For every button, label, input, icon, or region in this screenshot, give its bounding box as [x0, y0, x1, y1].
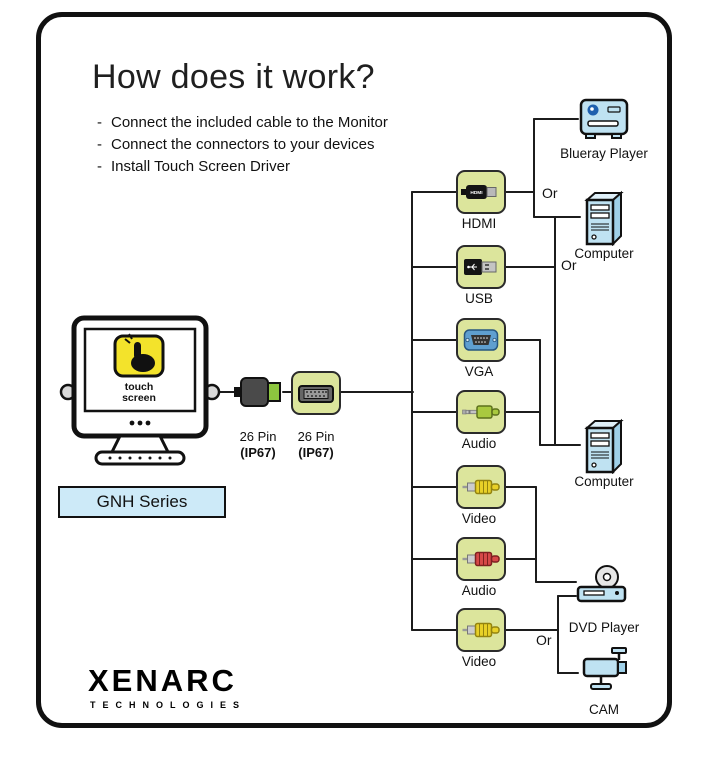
cctv-camera-icon	[582, 647, 627, 690]
hdmi-plug-text: HDMI	[470, 190, 483, 196]
gnh-series-label: GNH Series	[58, 486, 226, 518]
logo-name: XENARC	[88, 663, 237, 698]
touch-screen-label-line2: screen	[122, 392, 156, 404]
computer-tower-icon	[584, 418, 624, 474]
connector-tile-usb	[456, 245, 506, 289]
base-vent-dots	[108, 456, 172, 460]
usb-plug-icon	[464, 259, 497, 275]
monitor-stand	[109, 434, 171, 454]
touch-screen-label-line1: touch	[125, 381, 154, 393]
xenarc-logo: XENARC TECHNOLOGIES	[88, 663, 246, 710]
cable-connector-socket-tile	[291, 371, 341, 415]
instruction-text: Connect the connectors to your devices	[111, 136, 375, 153]
instruction-item: - Connect the included cable to the Moni…	[97, 112, 388, 134]
connector-tile-video-rca	[456, 465, 506, 509]
or-label-video: Or	[536, 632, 552, 648]
connector-tile-audio-rca	[456, 537, 506, 581]
instruction-item: - Connect the connectors to your devices	[97, 134, 388, 156]
hand-icon	[124, 333, 155, 372]
pin-label-2: 26 Pin (IP67)	[281, 429, 351, 460]
or-label-hdmi: Or	[542, 185, 558, 201]
cable-connector-plug-icon	[234, 377, 281, 407]
instruction-list: - Connect the included cable to the Moni…	[97, 112, 388, 178]
bullet-dash: -	[97, 136, 102, 153]
border-frame	[36, 12, 672, 728]
connector-label-video-rca-2: Video	[461, 654, 497, 669]
blueray-player-icon	[579, 98, 629, 139]
connector-tile-video-rca-2	[456, 608, 506, 652]
ip-rating: (IP67)	[240, 444, 276, 460]
connector-label-vga: VGA	[464, 364, 494, 379]
video-rca-plug-icon	[462, 479, 500, 495]
connector-tile-hdmi: HDMI	[456, 170, 506, 214]
connector-label-hdmi: HDMI	[461, 216, 497, 231]
device-label-cam: CAM	[589, 702, 619, 717]
computer-tower-icon	[584, 190, 624, 246]
device-label-dvd: DVD Player	[568, 620, 640, 635]
pin-count: 26 Pin	[297, 429, 335, 444]
pin-count: 26 Pin	[239, 429, 277, 444]
logo-tagline: TECHNOLOGIES	[90, 700, 247, 710]
hdmi-plug-icon: HDMI	[461, 185, 497, 199]
instruction-item: - Install Touch Screen Driver	[97, 156, 388, 178]
connector-label-audio-jack: Audio	[461, 436, 497, 451]
instruction-text: Install Touch Screen Driver	[111, 158, 290, 175]
bezel-buttons	[129, 420, 151, 426]
cable-connector-socket-icon	[298, 385, 334, 403]
or-label-usb: Or	[561, 257, 577, 273]
connector-label-audio-rca: Audio	[461, 583, 497, 598]
connector-tile-audio-jack	[456, 390, 506, 434]
device-label-computer-2: Computer	[574, 474, 634, 489]
connector-label-usb: USB	[465, 291, 493, 306]
connector-label-video-rca: Video	[461, 511, 497, 526]
device-label-computer-1: Computer	[574, 246, 634, 261]
bullet-dash: -	[97, 158, 102, 175]
video-rca-plug-icon	[462, 622, 500, 638]
pin-label-1: 26 Pin (IP67)	[223, 429, 293, 460]
page-title: How does it work?	[92, 58, 375, 96]
connector-tile-vga	[456, 318, 506, 362]
audio-jack-icon	[462, 405, 500, 419]
instruction-text: Connect the included cable to the Monito…	[111, 114, 388, 131]
vga-plug-icon	[463, 329, 499, 351]
ip-rating: (IP67)	[298, 444, 334, 460]
bullet-dash: -	[97, 114, 102, 131]
device-label-blueray: Blueray Player	[560, 146, 648, 161]
touchscreen-monitor-illustration: touch screen	[59, 315, 221, 466]
dvd-player-icon	[576, 565, 627, 603]
audio-rca-plug-icon	[462, 551, 500, 567]
